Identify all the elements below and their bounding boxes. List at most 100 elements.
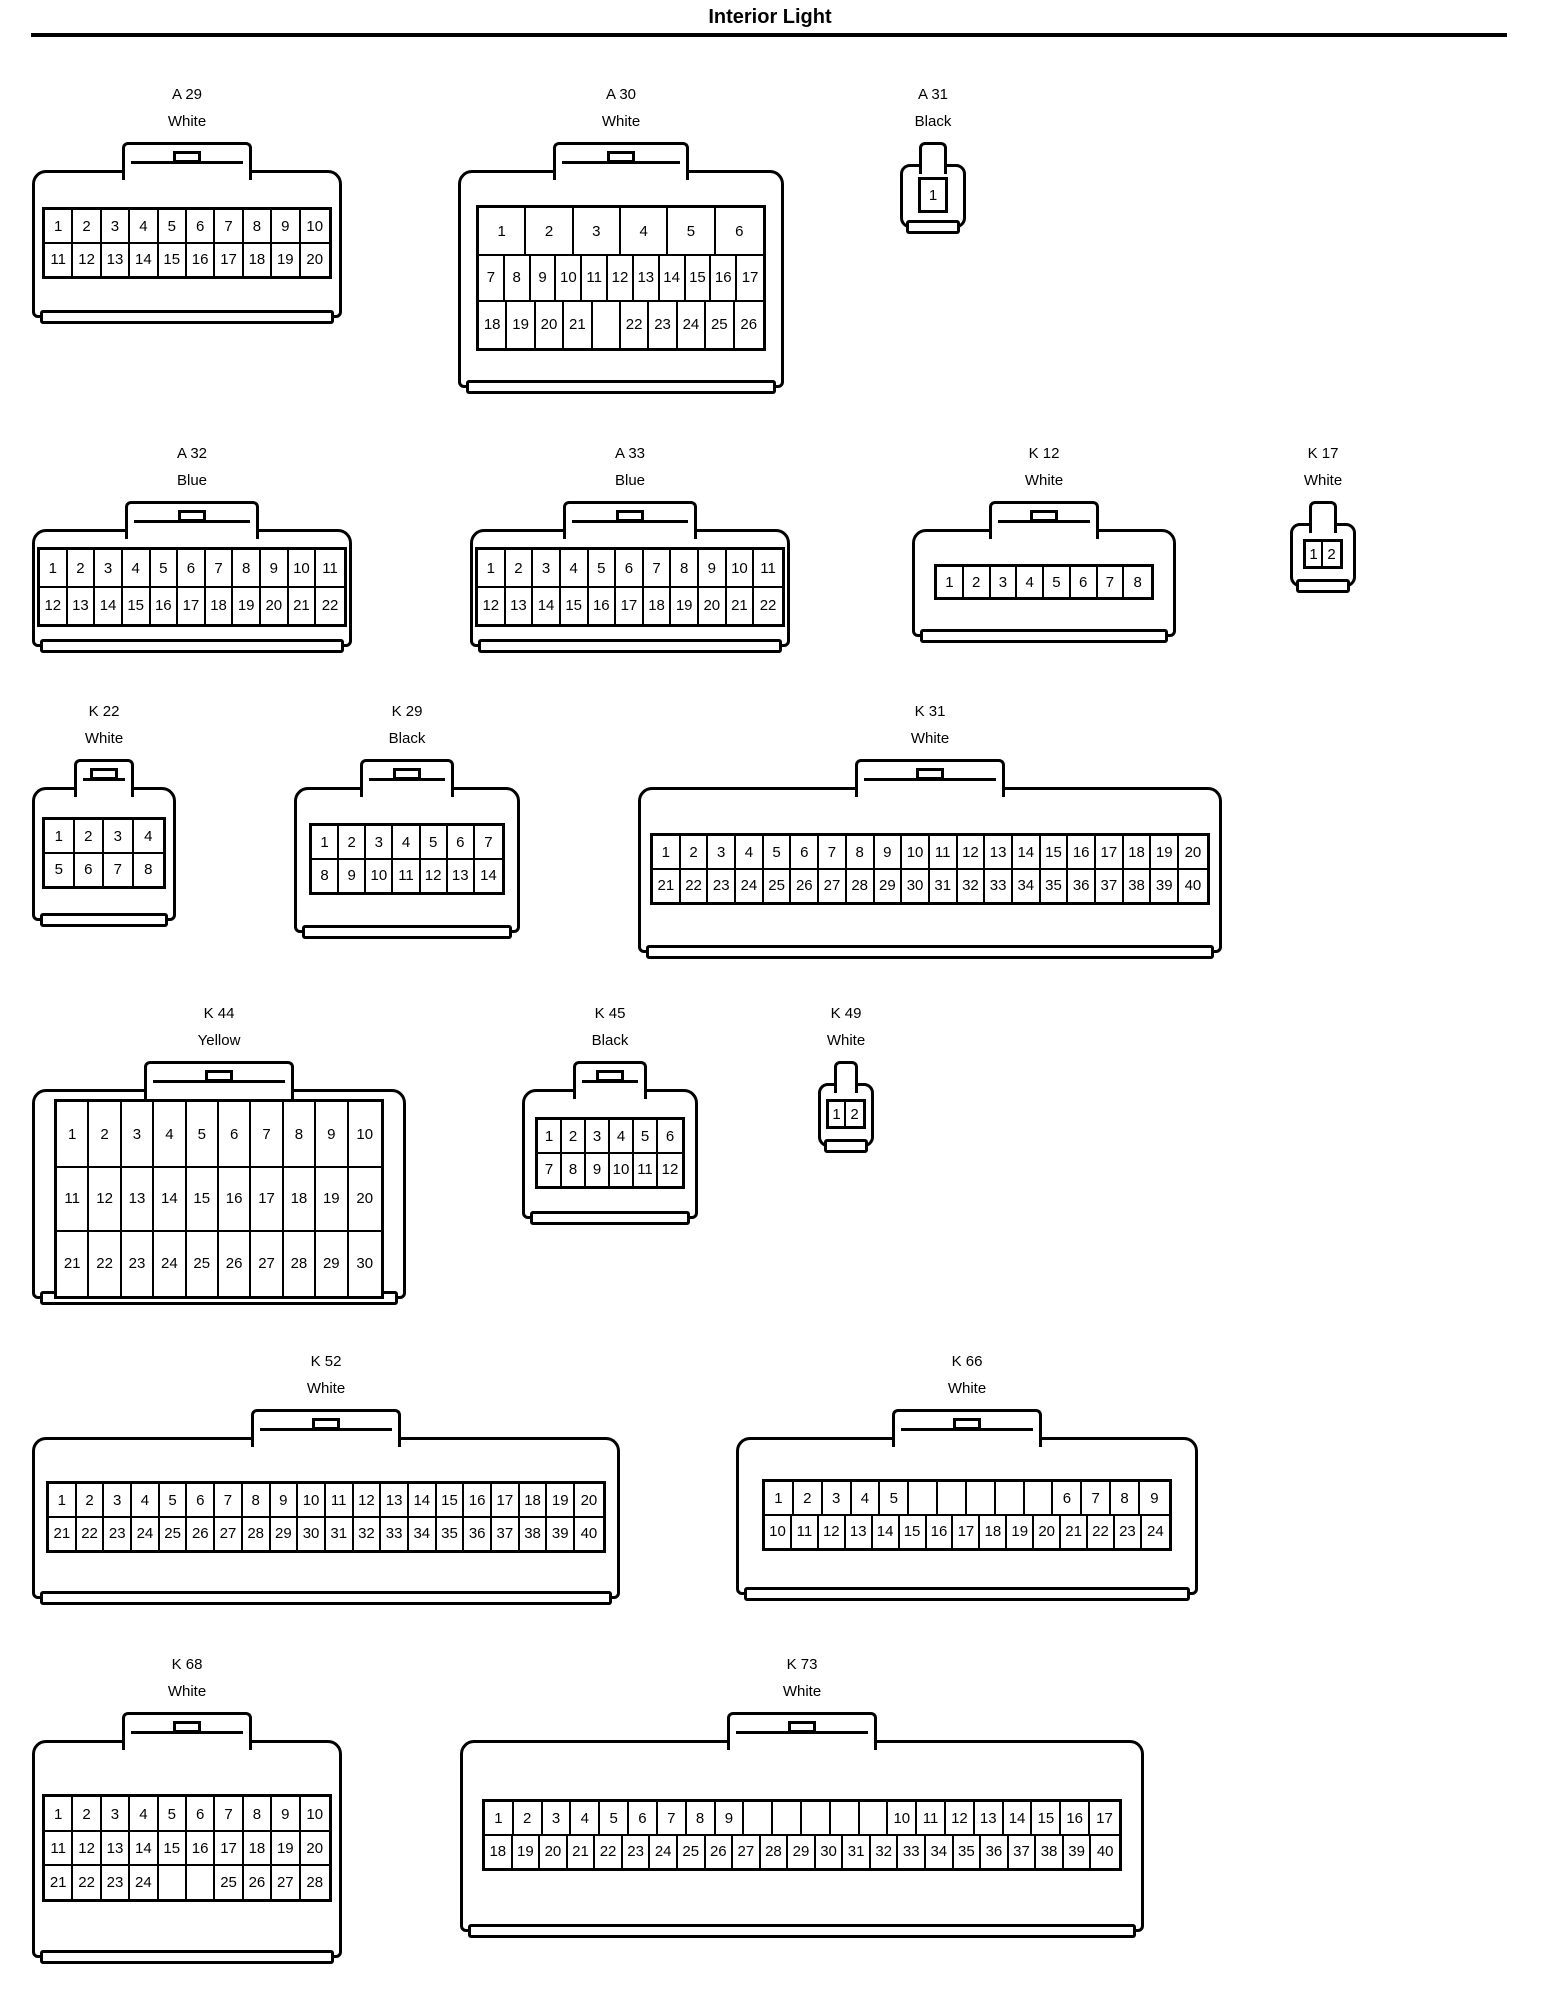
pin-35: 35 — [437, 1517, 465, 1550]
pin-24: 24 — [736, 869, 764, 902]
pin-4: 4 — [610, 1120, 634, 1153]
pin-18: 18 — [485, 1835, 513, 1868]
pin-13: 13 — [975, 1802, 1004, 1835]
pin-40: 40 — [1096, 1843, 1114, 1860]
pin-12: 12 — [40, 587, 68, 624]
pin-5: 5 — [187, 1102, 219, 1167]
pin-21: 21 — [653, 869, 681, 902]
pin-20: 20 — [261, 587, 289, 624]
pin-19: 19 — [272, 243, 301, 276]
row-divider — [653, 868, 1207, 870]
connector-code: A 32 — [176, 445, 208, 462]
pin-16: 16 — [589, 587, 617, 624]
pin-18: 18 — [284, 1166, 317, 1232]
pin-6: 6 — [187, 1484, 216, 1517]
pin-7: 7 — [215, 210, 244, 243]
pin-5: 5 — [589, 550, 617, 587]
pin-3: 3 — [122, 1102, 155, 1167]
pin-6: 6 — [448, 826, 475, 859]
connector-color: Blue — [614, 472, 646, 489]
pin-26: 26 — [187, 1517, 216, 1550]
pin-39: 39 — [547, 1517, 576, 1550]
connector-lip — [478, 639, 782, 653]
pin-6: 6 — [616, 550, 644, 587]
pin-24: 24 — [132, 1517, 160, 1550]
pin-18: 18 — [244, 243, 273, 276]
pin-10: 10 — [289, 550, 317, 587]
pin-14: 14 — [1004, 1802, 1033, 1835]
pin-31: 31 — [843, 1835, 871, 1868]
row-divider — [57, 1165, 381, 1168]
pin-7: 7 — [644, 550, 672, 587]
pin-37: 37 — [1096, 869, 1124, 902]
pin-27: 27 — [272, 1865, 301, 1899]
pin-16: 16 — [464, 1484, 492, 1517]
latch-rail — [82, 778, 126, 781]
pin-13: 13 — [634, 254, 660, 302]
connector-code: A 30 — [605, 86, 637, 103]
pin-7: 7 — [215, 1484, 243, 1517]
connector-latch — [892, 1409, 1042, 1447]
pin-3: 3 — [574, 208, 621, 255]
pin-28: 28 — [306, 1873, 324, 1891]
pin-20: 20 — [306, 1839, 324, 1857]
pin-30: 30 — [356, 1255, 374, 1273]
pin-2: 2 — [681, 836, 709, 869]
pin-14: 14 — [130, 1831, 159, 1865]
pin-26: 26 — [706, 1835, 734, 1868]
pin-22: 22 — [89, 1231, 122, 1296]
pin-21: 21 — [289, 587, 317, 624]
pin-22: 22 — [321, 597, 339, 614]
pin-15: 15 — [159, 1831, 187, 1865]
pin-15: 15 — [1032, 1802, 1062, 1835]
pin-10: 10 — [306, 218, 324, 235]
pin-6: 6 — [791, 836, 820, 869]
pin-11: 11 — [57, 1166, 90, 1232]
pin-5: 5 — [45, 853, 75, 886]
connector-color: White — [84, 730, 124, 747]
connector-color: Black — [914, 113, 952, 130]
pin-gap — [1024, 1482, 1054, 1515]
connector-latch — [144, 1061, 294, 1099]
pin-10: 10 — [556, 254, 583, 302]
pin-18: 18 — [479, 301, 508, 348]
pin-row: 1 — [921, 180, 945, 210]
pin-grid: 1 — [918, 177, 948, 213]
pin-25: 25 — [706, 301, 735, 348]
pin-9: 9 — [339, 859, 367, 892]
latch-rail — [260, 1428, 392, 1431]
pin-gap — [186, 1865, 216, 1899]
pin-17: 17 — [251, 1166, 284, 1232]
pin-14: 14 — [95, 587, 123, 624]
pin-28: 28 — [761, 1835, 789, 1868]
latch-rail — [864, 778, 996, 781]
pin-2: 2 — [339, 826, 367, 859]
pin-10: 10 — [610, 1153, 634, 1186]
pin-18: 18 — [980, 1515, 1008, 1548]
pin-6: 6 — [178, 550, 206, 587]
pin-27: 27 — [251, 1231, 284, 1296]
pin-25: 25 — [187, 1231, 219, 1296]
pin-8: 8 — [1111, 1482, 1140, 1515]
connector-latch — [834, 1061, 858, 1093]
connector-color: White — [782, 1683, 822, 1700]
connector-color: White — [1024, 472, 1064, 489]
pin-5: 5 — [159, 1797, 187, 1831]
pin-6: 6 — [735, 222, 744, 240]
pin-21: 21 — [568, 1835, 596, 1868]
pin-22: 22 — [681, 869, 709, 902]
pin-35: 35 — [1041, 869, 1069, 902]
